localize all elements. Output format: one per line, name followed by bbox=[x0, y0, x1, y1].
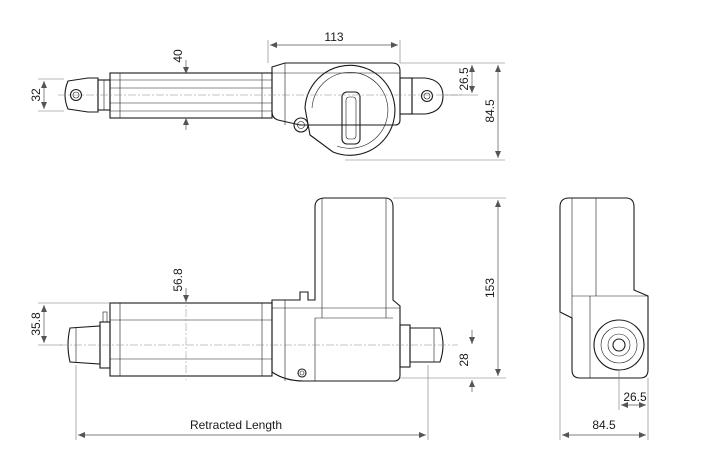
retracted-length-label: Retracted Length bbox=[190, 418, 282, 432]
dim-28-label: 28 bbox=[457, 353, 471, 367]
dim-35-8-label: 35.8 bbox=[29, 312, 43, 336]
front-rear-clevis bbox=[67, 311, 111, 369]
top-motor bbox=[293, 64, 396, 156]
dim-153-label: 153 bbox=[483, 278, 497, 298]
side-body bbox=[559, 197, 649, 379]
top-front-clevis bbox=[399, 77, 444, 115]
dim-56-8: 56.8 bbox=[171, 268, 189, 302]
dim-top-84-5: 84.5 bbox=[345, 62, 505, 161]
dim-side-26-5: 26.5 bbox=[618, 370, 649, 440]
dim-113-label: 113 bbox=[324, 30, 343, 44]
side-view: 26.5 84.5 bbox=[559, 197, 649, 440]
dim-35-8: 35.8 bbox=[29, 302, 110, 346]
dim-40: 40 bbox=[171, 49, 189, 130]
front-view: 56.8 35.8 153 28 Retracted Length bbox=[29, 197, 506, 440]
dim-side-26-5-label: 26.5 bbox=[623, 390, 647, 404]
dim-32: 32 bbox=[29, 78, 64, 112]
dim-side-84-5: 84.5 bbox=[559, 312, 646, 440]
dim-retracted-length: Retracted Length bbox=[75, 365, 429, 440]
dim-top-84-5-label: 84.5 bbox=[483, 99, 497, 123]
dim-56-8-label: 56.8 bbox=[171, 268, 185, 292]
top-view: 113 40 32 26.5 84.5 bbox=[29, 30, 505, 161]
top-tube bbox=[109, 72, 273, 119]
front-housing bbox=[271, 197, 401, 382]
dim-28: 28 bbox=[457, 330, 475, 392]
dim-32-label: 32 bbox=[29, 88, 43, 102]
dim-top-26-5: 26.5 bbox=[400, 62, 478, 96]
dim-153: 153 bbox=[393, 197, 506, 379]
top-housing bbox=[271, 62, 401, 126]
front-rod bbox=[399, 324, 444, 368]
front-tube bbox=[109, 302, 273, 377]
dim-top-26-5-label: 26.5 bbox=[457, 67, 471, 91]
dim-113: 113 bbox=[267, 30, 401, 63]
dim-40-label: 40 bbox=[171, 49, 185, 63]
dim-side-84-5-label: 84.5 bbox=[592, 418, 616, 432]
